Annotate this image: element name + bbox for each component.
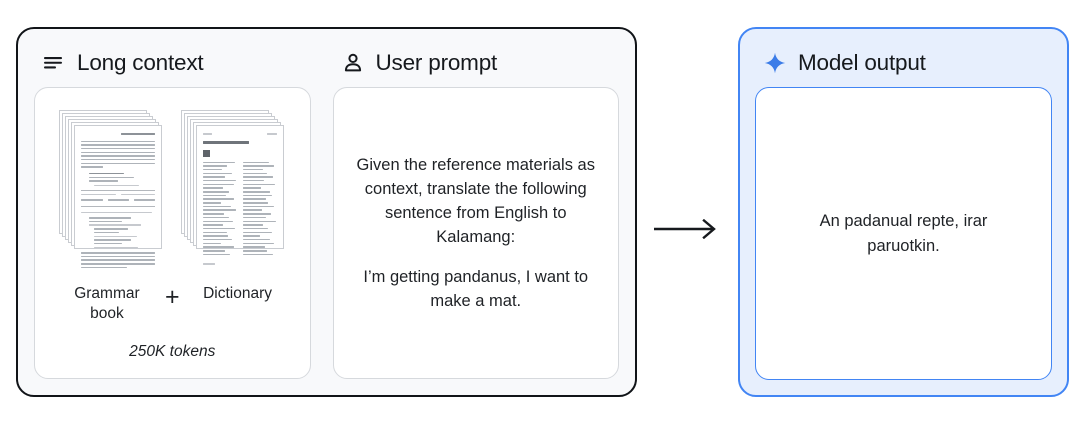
token-count-label: 250K tokens bbox=[129, 342, 216, 360]
grammar-book-label: Grammar book bbox=[74, 285, 140, 323]
long-context-card: Grammar book + Dictionary 250K tokens bbox=[34, 87, 311, 379]
user-prompt-header: User prompt bbox=[333, 43, 620, 83]
grammar-book-stack bbox=[59, 110, 163, 270]
stack-labels: Grammar book + Dictionary bbox=[61, 284, 284, 325]
model-output-title: Model output bbox=[798, 49, 926, 75]
prompt-instruction: Given the reference materials as context… bbox=[356, 155, 595, 246]
dictionary-page bbox=[196, 125, 285, 265]
prompt-spacer bbox=[356, 249, 597, 265]
model-output-text: An padanual repte, irar paruotkin. bbox=[819, 212, 988, 255]
dictionary-stack bbox=[181, 110, 285, 270]
dictionary-label: Dictionary bbox=[203, 285, 272, 302]
grammar-page bbox=[74, 125, 163, 269]
user-prompt-title: User prompt bbox=[375, 49, 498, 75]
plus-sign: + bbox=[164, 283, 180, 311]
sparkle-icon bbox=[763, 51, 787, 75]
long-context-header: Long context bbox=[34, 43, 311, 83]
book-stacks bbox=[59, 110, 285, 278]
user-prompt-card: Given the reference materials as context… bbox=[332, 87, 619, 379]
model-output-header: Model output bbox=[755, 43, 1052, 83]
person-icon bbox=[341, 51, 365, 75]
long-context-title: Long context bbox=[77, 49, 204, 75]
model-output-card: An padanual repte, irar paruotkin. bbox=[755, 87, 1052, 380]
input-panel: Long context bbox=[16, 27, 637, 397]
output-panel: Model output An padanual repte, irar par… bbox=[738, 27, 1069, 397]
user-prompt-column: User prompt Given the reference material… bbox=[327, 29, 636, 395]
prompt-sentence: I’m getting pandanus, I want to make a m… bbox=[363, 268, 589, 311]
long-context-column: Long context bbox=[18, 29, 327, 395]
lines-icon bbox=[42, 51, 66, 75]
right-arrow-icon bbox=[654, 218, 724, 240]
